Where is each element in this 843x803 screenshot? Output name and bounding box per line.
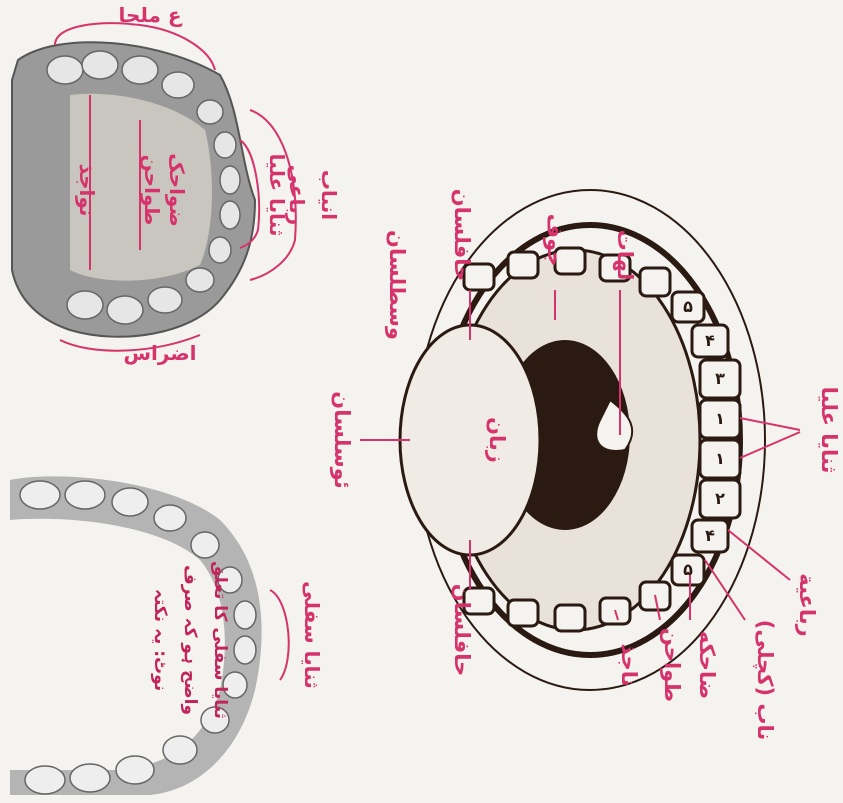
tooth-number: ۳ — [715, 369, 725, 388]
tooth-number: ۵ — [683, 560, 693, 579]
label-palate: جوف — [543, 214, 567, 267]
label-tongue-side-bottom: حافلسان — [450, 584, 474, 677]
label-tongue-middle: وسطلسان — [385, 230, 409, 340]
tooth-number: ۱ — [715, 409, 725, 428]
lower-jaw-photo — [10, 476, 289, 795]
label-lateral-incisor: رباعیة — [795, 573, 819, 637]
tooth-number: ۴ — [705, 331, 715, 350]
note-line-2: واضح ہو کہ صرف — [180, 565, 200, 715]
label-wisdom-teeth: نواجذ — [75, 164, 99, 217]
mouth-diagram: ۳ ۱ ۱ ۲ ۴ ۴ ۵ ۵ — [360, 190, 800, 690]
label-central-incisors: ثنایا علیا — [265, 154, 289, 237]
label-upper-central-incisors: ثنایا علیا — [817, 387, 841, 474]
label-molars: طواحن — [660, 628, 684, 702]
label-molars-mid: طواحن — [140, 155, 164, 226]
label-canine: ناب (کچلی) — [753, 620, 777, 741]
tooth-number: ۵ — [683, 297, 693, 316]
label-tongue-side-top: حافلسان — [450, 189, 474, 282]
note-line-3: نوٹ: یہ نکتہ — [150, 589, 170, 691]
tooth-number: ۴ — [705, 526, 715, 545]
label-premolar: ضاحکه — [695, 631, 719, 699]
note-line-1: ثنایا سفلی کا تعلق — [210, 561, 230, 719]
tooth-number: ۲ — [715, 489, 725, 508]
label-tongue-root: ئوسلسان — [330, 391, 354, 488]
tooth-number: ۱ — [715, 449, 725, 468]
label-molars: اضراس — [123, 341, 196, 365]
label-uvula: لهات — [613, 230, 637, 281]
label-upper-left-group: ع ملجا — [118, 3, 182, 27]
label-tongue: زبان — [485, 417, 509, 463]
label-anterior: انیاب — [317, 170, 341, 220]
label-premolars: ضواحک — [165, 153, 189, 227]
label-lower-central-incisors: ثنایا سفلی — [300, 581, 324, 689]
label-wisdom-tooth: ناجذ — [617, 643, 641, 686]
